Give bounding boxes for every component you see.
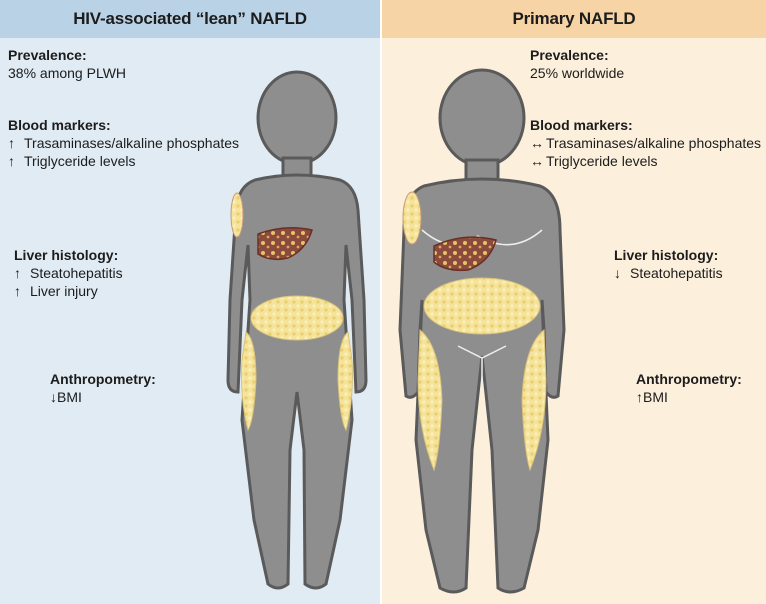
primary-anthropometry: Anthropometry: ↑BMI: [636, 370, 742, 406]
obese-abdominal-fat: [423, 277, 541, 335]
down-arrow-icon: ↓: [614, 265, 621, 281]
lean-blood-markers: Blood markers: ↑Trasaminases/alkaline ph…: [8, 116, 239, 170]
lean-left-thigh-fat: [241, 331, 257, 432]
obese-liver: [433, 236, 497, 272]
lean-body-figure: [226, 70, 368, 590]
obese-body-figure: [398, 68, 566, 594]
lean-prevalence: Prevalence: 38% among PLWH: [8, 46, 126, 82]
primary-liver-histology: Liver histology: ↓Steatohepatitis: [614, 246, 723, 282]
primary-blood-markers: Blood markers: ↔Trasaminases/alkaline ph…: [530, 116, 761, 170]
primary-prevalence: Prevalence: 25% worldwide: [530, 46, 624, 82]
primary-prevalence-value: 25% worldwide: [530, 65, 625, 81]
primary-nafld-panel: Primary NAFLD: [382, 0, 766, 604]
lean-anthropometry: Anthropometry: ↓BMI: [50, 370, 156, 406]
lean-blood-markers-heading: Blood markers:: [8, 117, 111, 133]
primary-histology-item: ↓Steatohepatitis: [614, 265, 723, 281]
panel-divider: [380, 0, 382, 604]
lean-anthropometry-heading: Anthropometry:: [50, 371, 156, 387]
lean-body-silhouette: [226, 70, 368, 590]
lean-prevalence-heading: Prevalence:: [8, 47, 87, 63]
primary-blood-markers-heading: Blood markers:: [530, 117, 633, 133]
left-right-arrow-icon: ↔: [530, 153, 544, 169]
lean-liver-histology-heading: Liver histology:: [14, 247, 119, 263]
obese-groin-line: [457, 345, 507, 392]
obese-arm-fat: [402, 191, 422, 245]
lean-prevalence-value: 38% among PLWH: [8, 65, 127, 81]
lean-histology-item: ↑Steatohepatitis: [14, 265, 123, 281]
primary-blood-marker-item: ↔Trasaminases/alkaline phosphates: [530, 135, 762, 151]
lean-histology-item: ↑Liver injury: [14, 283, 98, 299]
lean-anthropometry-value: ↓BMI: [50, 389, 82, 405]
primary-anthropometry-heading: Anthropometry:: [636, 371, 742, 387]
obese-right-thigh-fat: [521, 328, 547, 472]
lean-liver-histology: Liver histology: ↑Steatohepatitis ↑Liver…: [14, 246, 123, 300]
up-arrow-icon: ↑: [14, 265, 21, 281]
primary-blood-marker-item: ↔Triglyceride levels: [530, 153, 658, 169]
up-arrow-icon: ↑: [8, 153, 15, 169]
obese-body-silhouette: [398, 68, 566, 594]
primary-prevalence-heading: Prevalence:: [530, 47, 609, 63]
primary-liver-histology-heading: Liver histology:: [614, 247, 719, 263]
obese-left-thigh-fat: [417, 328, 443, 472]
left-right-arrow-icon: ↔: [530, 135, 544, 151]
primary-anthropometry-value: ↑BMI: [636, 389, 668, 405]
lean-nafld-title: HIV-associated “lean” NAFLD: [0, 0, 380, 38]
lean-abdominal-fat: [250, 295, 344, 341]
lean-blood-marker-item: ↑Triglyceride levels: [8, 153, 136, 169]
lean-arm-fat: [230, 192, 244, 238]
up-arrow-icon: ↑: [14, 283, 21, 299]
lean-blood-marker-item: ↑Trasaminases/alkaline phosphates: [8, 135, 240, 151]
primary-nafld-title: Primary NAFLD: [382, 0, 766, 38]
up-arrow-icon: ↑: [8, 135, 15, 151]
lean-right-thigh-fat: [337, 331, 353, 432]
obese-chest-line: [421, 229, 543, 246]
lean-liver: [257, 227, 313, 261]
lean-nafld-panel: HIV-associated “lean” NAFLD: [0, 0, 380, 604]
